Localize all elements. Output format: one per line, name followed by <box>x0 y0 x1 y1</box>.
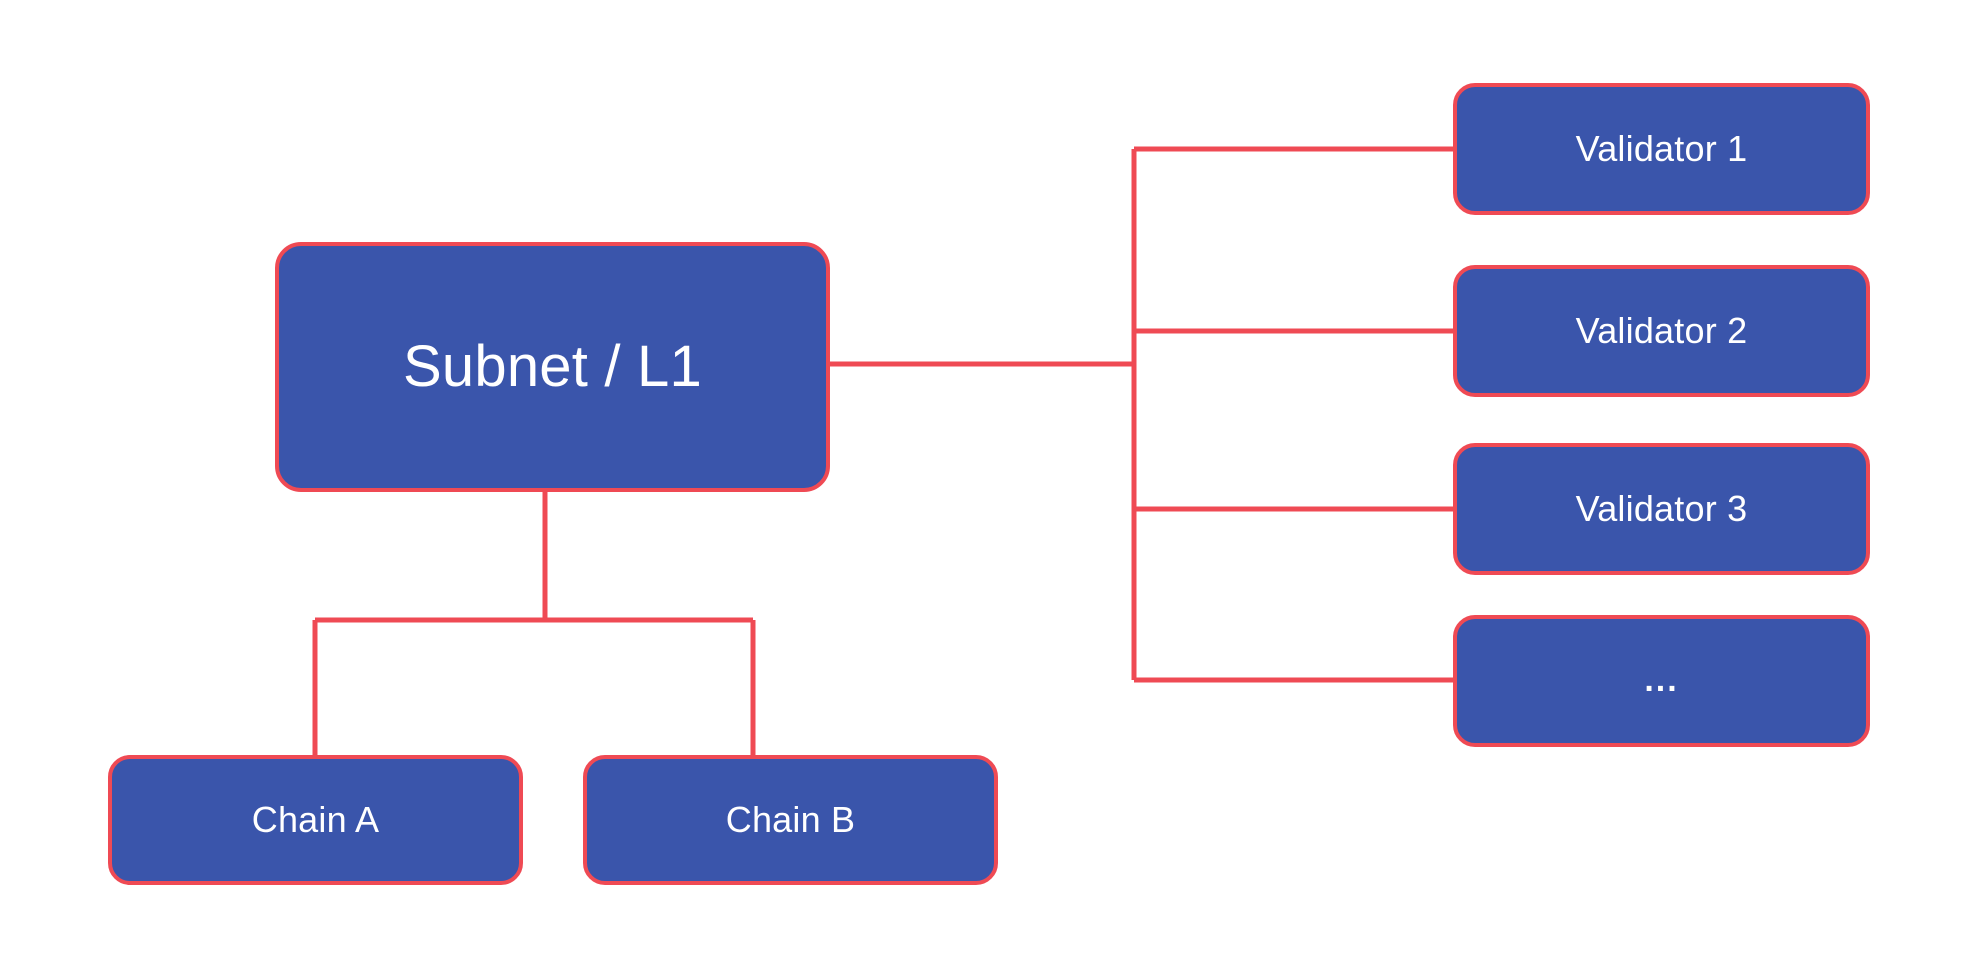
node-subnet-l1-label: Subnet / L1 <box>403 334 702 400</box>
node-validator-1[interactable]: Validator 1 <box>1453 83 1870 215</box>
node-chain-b[interactable]: Chain B <box>583 755 998 885</box>
node-validator-more-label: ... <box>1644 661 1679 700</box>
node-chain-b-label: Chain B <box>725 799 856 841</box>
chain-edge-group <box>312 492 756 757</box>
node-validator-3[interactable]: Validator 3 <box>1453 443 1870 575</box>
node-validator-2-label: Validator 2 <box>1575 310 1748 352</box>
node-validator-more[interactable]: ... <box>1453 615 1870 747</box>
node-chain-a-label: Chain A <box>251 799 380 841</box>
validator-edge-group <box>830 146 1453 683</box>
node-validator-1-label: Validator 1 <box>1575 128 1748 170</box>
node-validator-2[interactable]: Validator 2 <box>1453 265 1870 397</box>
node-subnet-l1[interactable]: Subnet / L1 <box>275 242 830 492</box>
node-chain-a[interactable]: Chain A <box>108 755 523 885</box>
node-validator-3-label: Validator 3 <box>1575 488 1748 530</box>
